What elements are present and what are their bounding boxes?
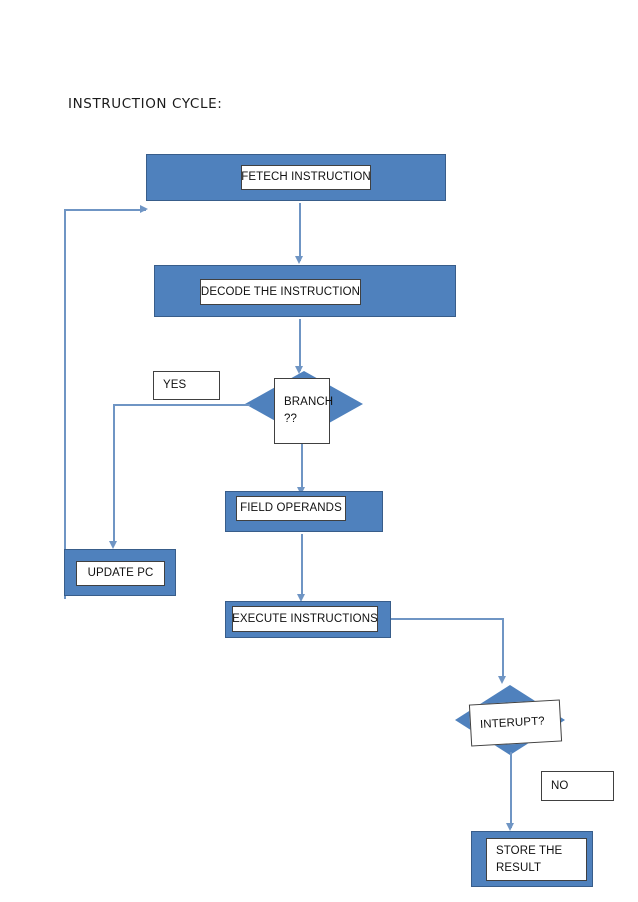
node-update-pc-label: UPDATE PC <box>87 567 154 580</box>
node-decode-instruction-label-box: DECODE THE INSTRUCTION <box>200 279 361 305</box>
node-branch-decision-label-box: BRANCH ?? <box>274 378 334 444</box>
node-store-result-label-box: STORE THE RESULT <box>486 838 587 881</box>
node-branch-decision-label-line2: ?? <box>284 413 297 425</box>
connector-branch-yes-horizontal <box>113 404 250 406</box>
arrow-into-updatepc-icon <box>109 541 117 549</box>
node-execute-instructions-label: EXECUTE INSTRUCTIONS <box>232 612 378 625</box>
node-update-pc-label-box: UPDATE PC <box>76 561 165 586</box>
edge-label-no-text: NO <box>551 779 569 792</box>
node-branch-decision-label-line1: BRANCH <box>284 396 334 409</box>
connector-branch-to-field <box>301 444 303 491</box>
connector-execute-to-interrupt-horizontal <box>391 618 503 620</box>
node-decode-instruction-label: DECODE THE INSTRUCTION <box>200 285 361 298</box>
node-fetch-instruction-label-box: FETECH INSTRUCTION <box>241 165 371 190</box>
node-field-operands-label-box: FIELD OPERANDS <box>236 496 346 521</box>
page-title: INSTRUCTION CYCLE: <box>68 96 223 112</box>
connector-fetch-to-decode <box>299 203 301 261</box>
connector-interrupt-to-store <box>510 752 512 828</box>
arrow-into-execute-icon <box>297 594 305 602</box>
edge-label-yes-text: YES <box>163 379 187 392</box>
node-store-result-label-line2: RESULT <box>496 861 542 874</box>
node-store-result-label-line1: STORE THE <box>496 844 563 857</box>
arrow-into-fetch-icon <box>140 205 148 213</box>
node-interrupt-decision-label-box: INTERUPT? <box>468 699 563 747</box>
node-execute-instructions-label-box: EXECUTE INSTRUCTIONS <box>232 606 378 632</box>
connector-updatepc-to-fetch-vertical <box>64 209 66 599</box>
node-interrupt-decision-label: INTERUPT? <box>479 715 546 731</box>
connector-branch-yes-vertical <box>113 404 115 545</box>
node-field-operands-label: FIELD OPERANDS <box>240 502 342 515</box>
arrow-into-branch-icon <box>295 366 303 374</box>
connector-execute-to-interrupt-vertical <box>502 618 504 680</box>
arrow-into-store-icon <box>506 823 514 831</box>
connector-updatepc-to-fetch-horizontal <box>64 209 146 211</box>
arrow-into-decode-icon <box>295 256 303 264</box>
connector-decode-to-branch <box>299 319 301 371</box>
arrow-into-interrupt-icon <box>498 676 506 684</box>
edge-label-yes: YES <box>153 371 220 400</box>
edge-label-no: NO <box>541 771 614 801</box>
connector-field-to-execute <box>301 534 303 598</box>
node-fetch-instruction-label: FETECH INSTRUCTION <box>241 171 371 184</box>
